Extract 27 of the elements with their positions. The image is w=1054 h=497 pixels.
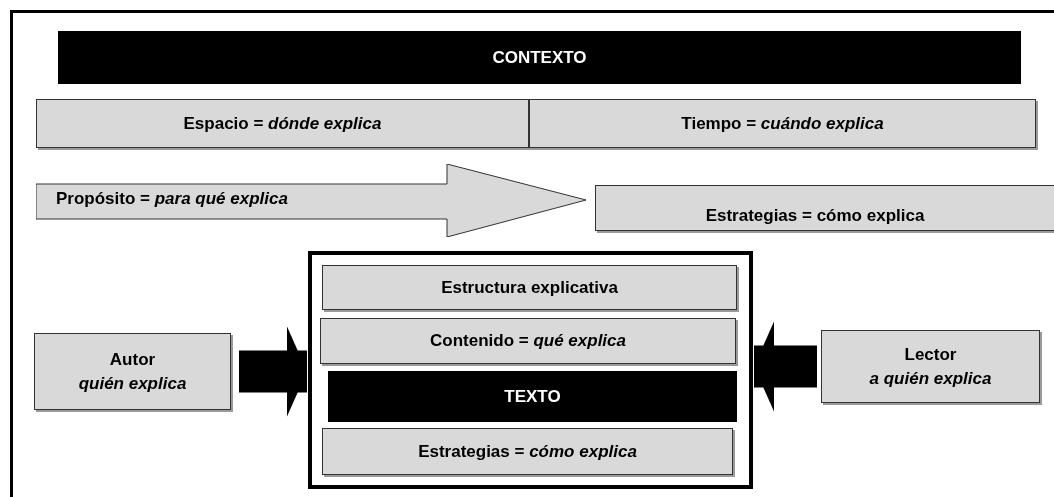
label-text: Contenido = qué explica (430, 330, 626, 352)
label-text: Estrategias = cómo explica (418, 440, 637, 463)
label-box (36, 99, 529, 148)
label-box (320, 318, 736, 364)
label-text: a quién explica (869, 367, 992, 390)
label-text: TEXTO (504, 385, 561, 408)
label-text: quién explica (78, 372, 187, 395)
label-text: Tiempo = cuándo explica (681, 112, 884, 135)
label-text: Propósito = para qué explica (56, 187, 288, 210)
label-box (34, 333, 231, 410)
label-box (529, 99, 1036, 148)
label-text: CONTEXTO (492, 46, 587, 69)
label-text: Estrategias = cómo explica (705, 205, 925, 227)
header-bar (58, 31, 1021, 84)
label-text: Lector (904, 343, 957, 366)
block-arrow (239, 326, 307, 417)
label-box (821, 330, 1040, 403)
block-arrow (754, 321, 817, 412)
label-text: Autor (109, 348, 156, 371)
label-box (322, 265, 737, 310)
label-box (322, 428, 733, 475)
title-bar (328, 371, 737, 422)
text-frame (308, 251, 753, 489)
label-text: Espacio = dónde explica (183, 112, 382, 135)
label-box (595, 185, 1054, 231)
label-text: Estructura explicativa (441, 276, 618, 299)
pointed-label-box (36, 164, 586, 237)
